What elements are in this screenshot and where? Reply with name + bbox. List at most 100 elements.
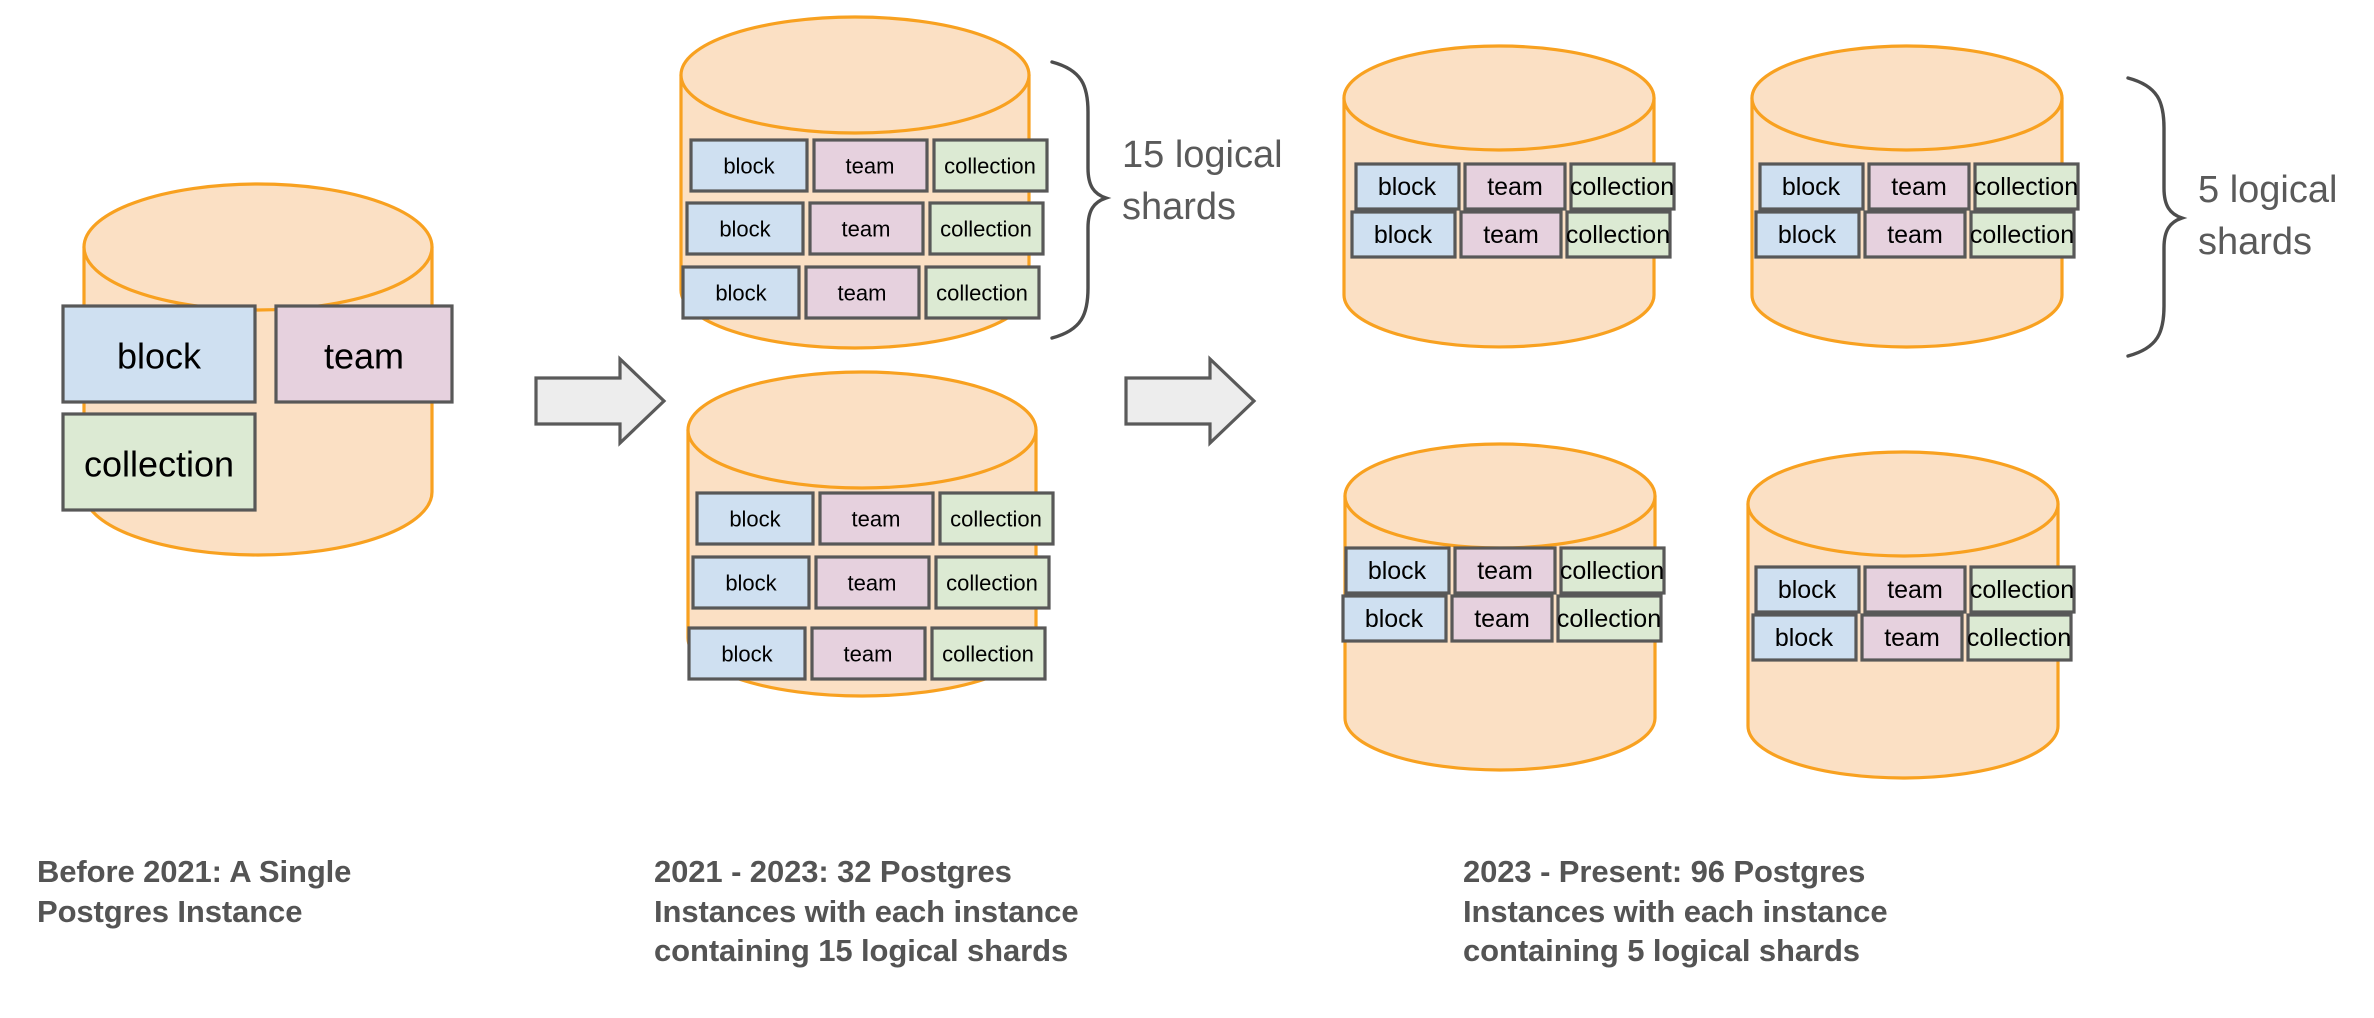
annotation-line-1: 5 logical: [2198, 169, 2337, 211]
shard-rect-block: [1754, 565, 1861, 614]
shard-rect-collection: [924, 265, 1041, 320]
stage-3-cylinder-top-right: block team collection block team collect…: [1750, 44, 2080, 349]
shard-rect-collection: [930, 626, 1047, 681]
cylinder-top-ellipse: [686, 370, 1038, 490]
shard-label-collection: collection: [940, 217, 1032, 242]
annotation-5-logical-shards: 5 logical shards: [2126, 76, 2337, 358]
shard-row: block team collection: [1341, 594, 1663, 643]
shard-row: block team collection: [1754, 565, 2076, 614]
shard-row: block team collection: [685, 201, 1045, 256]
shard-label-team: team: [1487, 173, 1543, 201]
shard-label-team: team: [1884, 624, 1940, 652]
shard-label-team: team: [846, 154, 895, 179]
shard-cell-team: team: [274, 304, 454, 404]
stage-3-caption: 2023 - Present: 96 Postgres Instances wi…: [1463, 854, 1888, 969]
shard-rect-block: [689, 138, 809, 193]
shard-rect-collection: [1569, 162, 1676, 211]
shard-rect-block: [1350, 210, 1457, 259]
shard-rect-block: [1751, 613, 1858, 662]
shard-label-block: block: [729, 507, 781, 532]
cylinder-top-ellipse: [1342, 44, 1656, 152]
stage-3-cylinder-bottom-right: block team collection block team collect…: [1746, 450, 2076, 780]
shard-rect-team: [1863, 565, 1967, 614]
shard-rect-team: [1463, 162, 1567, 211]
shard-label-block: block: [725, 571, 777, 596]
right-arrow-icon: [534, 355, 667, 447]
shard-rect-block: [681, 265, 801, 320]
shard-label-collection: collection: [1566, 221, 1670, 249]
shard-rect-collection: [1969, 565, 2076, 614]
shard-row: block team collection: [1350, 210, 1672, 259]
annotation-line-2: shards: [1122, 186, 1236, 228]
annotation-15-logical-shards: 15 logical shards: [1050, 60, 1283, 340]
shard-rect-block: [1754, 210, 1861, 259]
shard-row: block team collection: [681, 265, 1041, 320]
shard-row: block team collection: [691, 555, 1051, 610]
curly-brace-icon: [2126, 76, 2188, 358]
shard-label-block: block: [1365, 605, 1424, 633]
shard-rect-team: [818, 491, 935, 546]
shard-rect-collection: [932, 138, 1049, 193]
shard-rect-team: [808, 201, 925, 256]
shard-rect-block: [685, 201, 805, 256]
arrow-2: [1124, 355, 1257, 447]
arrow-1: [534, 355, 667, 447]
shard-label-collection: collection: [950, 507, 1042, 532]
shard-label-collection: collection: [946, 571, 1038, 596]
shard-rect-collection: [934, 555, 1051, 610]
shard-rect-block: [1758, 162, 1865, 211]
shard-rect-team: [814, 555, 931, 610]
shard-rect-collection: [1966, 613, 2073, 662]
shard-label-collection: collection: [1970, 576, 2074, 604]
shard-label-block: block: [723, 154, 775, 179]
stage-2-caption: 2021 - 2023: 32 Postgres Instances with …: [654, 854, 1079, 969]
shard-cell-collection: collection: [61, 412, 257, 512]
curly-brace-icon: [1050, 60, 1112, 340]
shard-rect-collection: [1556, 594, 1663, 643]
shard-label-team: team: [842, 217, 891, 242]
cylinder-top-ellipse: [1746, 450, 2060, 558]
shard-label-team: team: [1887, 221, 1943, 249]
shard-rect-collection: [1973, 162, 2080, 211]
cylinder-top-ellipse: [1343, 442, 1657, 550]
shard-rect-collection: [1565, 210, 1672, 259]
shard-label-team: team: [1887, 576, 1943, 604]
shard-label-collection: collection: [1570, 173, 1674, 201]
shard-rect-team: [810, 626, 927, 681]
shard-label-collection: collection: [942, 642, 1034, 667]
shard-label-block: block: [721, 642, 773, 667]
shard-label-collection: collection: [936, 281, 1028, 306]
shard-row: block team collection: [1754, 210, 2076, 259]
shard-rect-block: [61, 304, 257, 404]
shard-rect-collection: [1559, 546, 1666, 595]
shard-label-team: team: [1891, 173, 1947, 201]
shard-rect-team: [1459, 210, 1563, 259]
shard-rect-collection: [928, 201, 1045, 256]
shard-label-block: block: [1778, 221, 1837, 249]
shard-label-team: team: [1474, 605, 1530, 633]
shard-rect-team: [1860, 613, 1964, 662]
shard-rect-team: [812, 138, 929, 193]
shard-label-team: team: [852, 507, 901, 532]
shard-rect-block: [695, 491, 815, 546]
annotation-line-1: 15 logical: [1122, 134, 1283, 176]
shard-label-block: block: [1374, 221, 1433, 249]
shard-label-collection: collection: [1967, 624, 2071, 652]
stage-2-cylinder-bottom: block team collection block team collect…: [686, 370, 1055, 698]
shard-label-collection: collection: [1557, 605, 1661, 633]
shard-rect-block: [691, 555, 811, 610]
shard-row: block team collection: [687, 626, 1047, 681]
shard-label-collection: collection: [1974, 173, 2078, 201]
shard-label-block: block: [1368, 557, 1427, 585]
shard-label-team: team: [838, 281, 887, 306]
shard-row: block team collection: [1354, 162, 1676, 211]
shard-rect-team: [1450, 594, 1554, 643]
shard-label-collection: collection: [1560, 557, 1664, 585]
shard-label-collection: collection: [84, 444, 234, 485]
shard-label-collection: collection: [944, 154, 1036, 179]
shard-rect-block: [1341, 594, 1448, 643]
shard-label-team: team: [1483, 221, 1539, 249]
shard-label-block: block: [117, 336, 202, 377]
shard-cell-block: block: [61, 304, 257, 404]
shard-label-team: team: [1477, 557, 1533, 585]
